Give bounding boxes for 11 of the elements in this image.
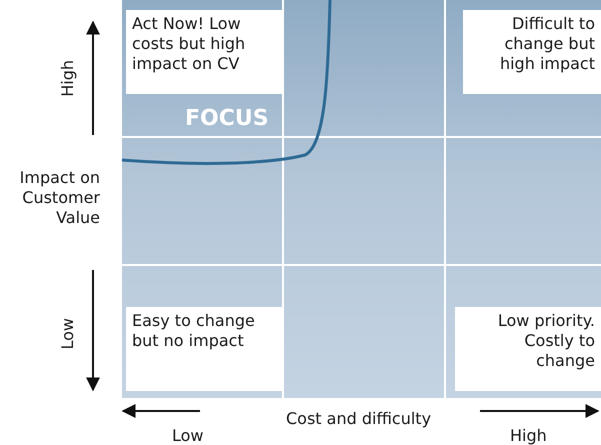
axis-label: Low <box>58 318 78 350</box>
focus-label: FOCUS <box>185 106 269 132</box>
axis-title: Cost and difficulty <box>286 409 432 429</box>
quadrant-box: Easy to change but no impact <box>126 307 282 391</box>
axis-label: High <box>58 60 78 97</box>
axis-title: Impact on Customer Value <box>18 168 100 228</box>
axis-label: High <box>510 426 547 445</box>
quadrant-box: Difficult to change but high impact <box>463 10 601 94</box>
quadrant-box: Act Now! Low costs but high impact on CV <box>126 10 282 94</box>
quadrant-box: Low priority. Costly to change <box>455 307 601 391</box>
axis-label: Low <box>172 426 204 445</box>
